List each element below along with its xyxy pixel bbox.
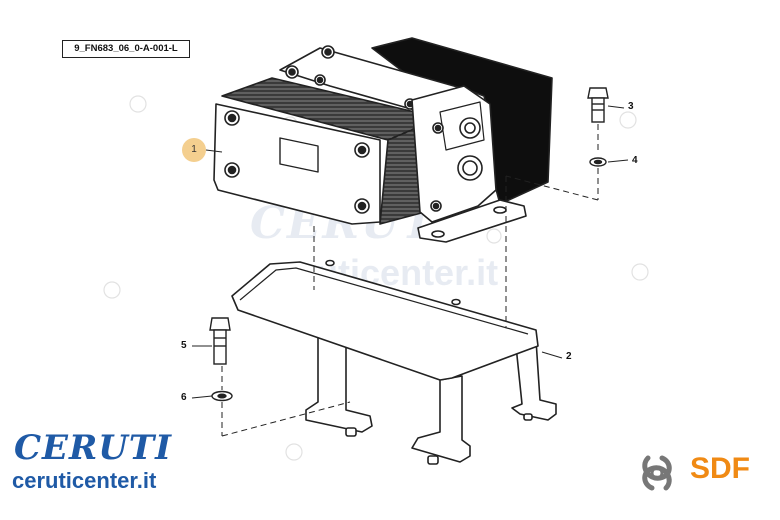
part-3-bolt xyxy=(587,87,609,123)
sdf-logo: SDF xyxy=(690,452,750,485)
part-4-washer xyxy=(589,157,607,167)
part-2-bracket xyxy=(231,259,557,465)
callout-3: 3 xyxy=(628,101,634,112)
ceruti-logo: CERUTI xyxy=(14,428,173,468)
drawing-reference-code: 9_FN683_06_0-A-001-L xyxy=(62,40,190,58)
callout-6: 6 xyxy=(181,392,187,403)
ceruti-url: ceruticenter.it xyxy=(12,468,157,493)
callout-leaders xyxy=(191,105,629,399)
callout-5: 5 xyxy=(181,340,187,351)
callout-2: 2 xyxy=(566,351,572,362)
part-1-cooler xyxy=(213,37,553,243)
part-6-washer xyxy=(211,390,233,402)
sdf-knot-icon xyxy=(642,455,672,491)
part-5-bolt xyxy=(209,317,231,365)
callout-1: 1 xyxy=(182,138,206,162)
assembly-dashed-lines xyxy=(221,124,599,437)
callout-4: 4 xyxy=(632,155,638,166)
